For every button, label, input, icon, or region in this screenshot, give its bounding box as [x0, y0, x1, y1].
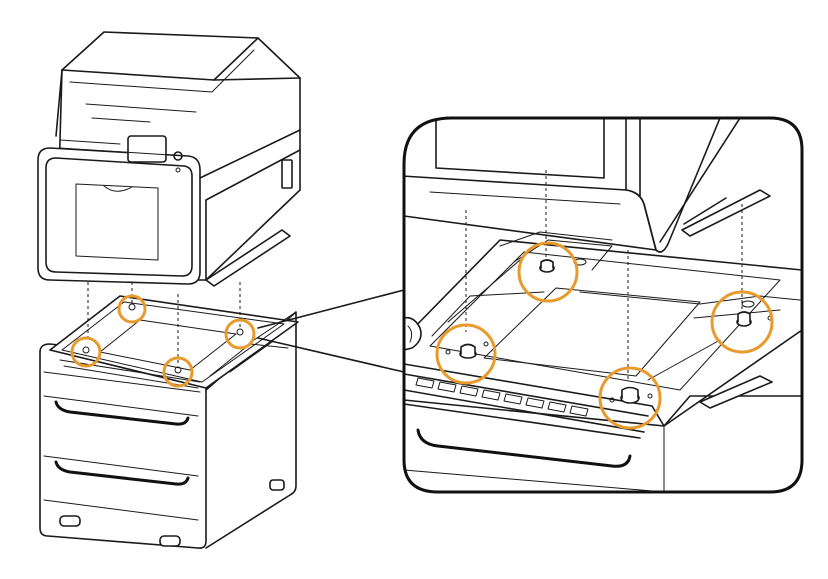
highlight-circle-back-right: [224, 318, 256, 350]
highlight-circle-front-left: [70, 336, 102, 368]
detail-highlight-back-left: [517, 241, 579, 303]
detail-highlight-front-right: [598, 366, 662, 430]
overview-highlights: [70, 294, 256, 388]
highlight-circle-front-right: [162, 356, 194, 388]
peg-front-right: [609, 386, 653, 404]
detail-highlight-back-right: [710, 290, 774, 354]
detail-highlight-front-left: [435, 323, 497, 385]
detail-highlights: [435, 241, 774, 430]
machine-overview: [37, 31, 405, 549]
peg-front-left: [445, 341, 489, 359]
detail-frame: [402, 116, 804, 494]
detail-callout: [402, 116, 804, 494]
peg-back-right: [736, 300, 773, 327]
callout-leader: [257, 289, 405, 373]
printer-unit: [37, 31, 301, 287]
highlight-circle-back-left: [117, 294, 147, 324]
tray-front-slots: [415, 377, 589, 417]
mounting-pegs: [445, 258, 773, 404]
detail-content: [404, 118, 802, 492]
peg-back-left: [539, 258, 587, 273]
